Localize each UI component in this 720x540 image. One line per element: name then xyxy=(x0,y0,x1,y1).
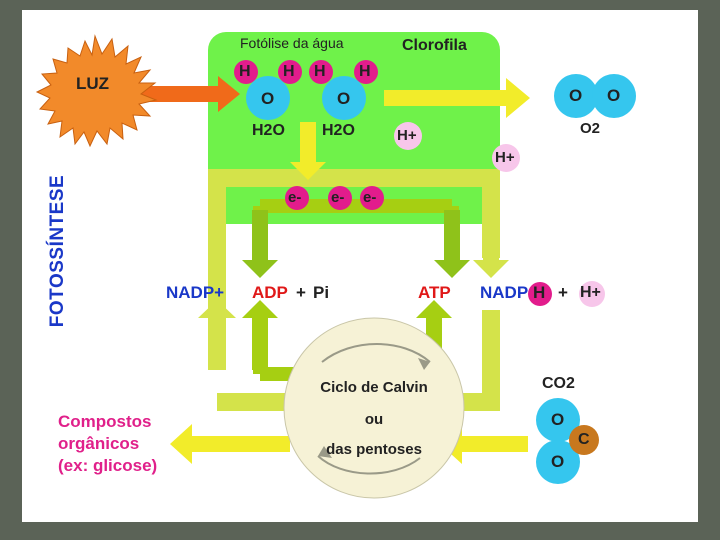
electron xyxy=(285,186,309,210)
calvin-swirl-top xyxy=(321,343,431,363)
calvin-line2: ou xyxy=(364,411,384,428)
nadph-down-arrow xyxy=(473,178,509,278)
calvin-line1: Ciclo de Calvin xyxy=(320,379,428,396)
adp-down-arrow xyxy=(242,210,278,278)
side-title: FOTOSSÍNTESE xyxy=(47,174,68,328)
pi-label: Pi xyxy=(313,283,330,302)
oxygen-atom xyxy=(322,76,366,120)
hydrogen-label: H xyxy=(359,63,371,80)
oxygen-label: O xyxy=(337,89,351,108)
h-plus-bubble xyxy=(579,281,605,307)
light-arrow xyxy=(140,76,240,112)
proton-outside xyxy=(492,144,520,172)
photolysis-label: Fotólise da água xyxy=(240,35,344,51)
electron xyxy=(328,186,352,210)
nadph-plus: + xyxy=(558,283,568,302)
proton-inside xyxy=(394,122,422,150)
calvin-line3: das pentoses xyxy=(326,441,422,458)
co2-c-atom xyxy=(569,425,599,455)
adp-plus: + xyxy=(296,283,306,302)
nadp-label: NADP+ xyxy=(166,283,225,302)
proton-label: H+ xyxy=(397,127,417,144)
atp-down-arrow xyxy=(434,210,470,278)
product-arrow xyxy=(170,424,290,464)
chloroplast-label: Clorofila xyxy=(402,37,467,54)
hydrogen-atom xyxy=(278,60,302,84)
hydrogen-atom xyxy=(234,60,258,84)
slide: FOTOSSÍNTESE LUZ Fotólise da água Clorof… xyxy=(22,10,698,522)
o2-atom-left xyxy=(554,74,598,118)
electron-label: e- xyxy=(363,189,377,206)
co2-atom-label: O xyxy=(551,452,565,471)
co2-o-top xyxy=(536,398,580,442)
photosynthesis-diagram xyxy=(35,32,636,499)
electron xyxy=(360,186,384,210)
o2-atom-right xyxy=(592,74,636,118)
adp-up-arrow xyxy=(242,300,278,370)
atp-up-arrow xyxy=(416,300,452,370)
water-label: H2O xyxy=(322,122,355,139)
calvin-swirl-bottom xyxy=(317,455,421,475)
sun-icon xyxy=(35,34,158,148)
oxygen-atom xyxy=(246,76,290,120)
adp-label: ADP xyxy=(252,283,288,302)
h-plus-label: H+ xyxy=(580,284,601,301)
product-line2: orgânicos xyxy=(58,434,140,453)
o2-atom-label: O xyxy=(607,86,621,105)
co2-in-arrow xyxy=(440,424,528,464)
product-line1: Compostos xyxy=(58,412,152,431)
co2-formula: CO2 xyxy=(542,375,575,392)
electron-label: e- xyxy=(331,189,345,206)
hydrogen-label: H xyxy=(239,63,251,80)
electrons xyxy=(285,186,384,210)
co2-atom-label: C xyxy=(578,431,590,448)
hydrogen-label: H xyxy=(314,63,326,80)
product-line3: (ex: glicose) xyxy=(58,456,158,475)
electron-down-arrow xyxy=(290,122,326,180)
water-label: H2O xyxy=(252,122,285,139)
o2-formula: O2 xyxy=(580,120,601,137)
o2-atom-label: O xyxy=(569,86,583,105)
calvin-swirl-top-head xyxy=(418,358,430,370)
hydrogen-atom xyxy=(354,60,378,84)
co2-o-bottom xyxy=(536,440,580,484)
nadph-h: H xyxy=(533,283,546,302)
calvin-cycle-circle xyxy=(283,317,465,499)
nadp-up-arrow xyxy=(198,300,236,370)
nadph-prefix: NADP xyxy=(480,283,529,302)
proton-out-label: H+ xyxy=(495,149,515,166)
co2-atom-label: O xyxy=(551,410,565,429)
electron-label: e- xyxy=(288,189,302,206)
hydrogen-atoms xyxy=(234,60,378,84)
nadph-h-atom xyxy=(528,282,552,306)
hydrogen-atom xyxy=(309,60,333,84)
oxygen-atoms xyxy=(246,76,366,120)
oxygen-out-arrow xyxy=(384,78,530,118)
atp-label: ATP xyxy=(418,283,451,302)
hydrogen-label: H xyxy=(283,63,295,80)
oxygen-label: O xyxy=(261,89,275,108)
calvin-swirl-bottom-head xyxy=(318,446,332,458)
light-label: LUZ xyxy=(76,74,110,93)
